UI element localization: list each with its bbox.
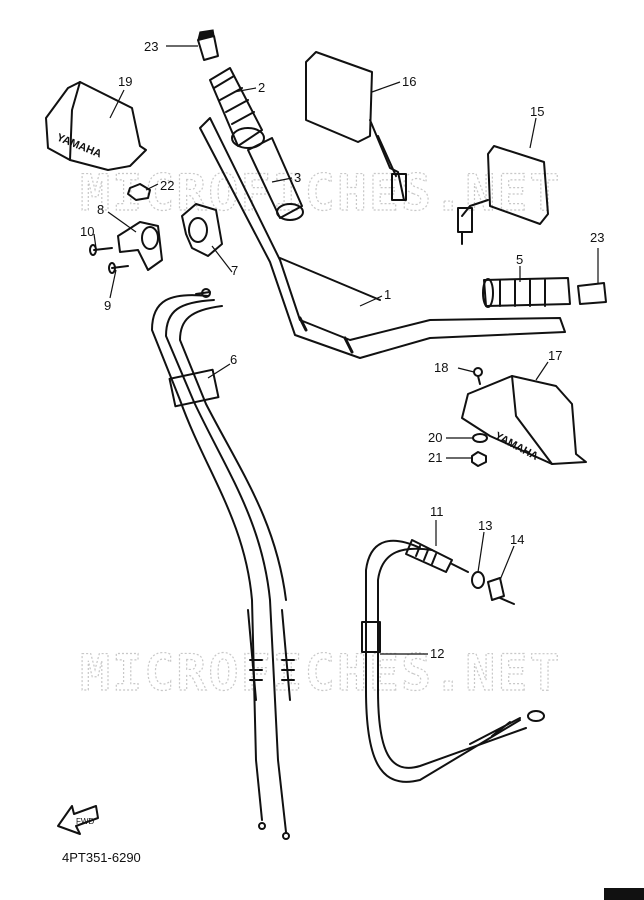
right-grip xyxy=(482,277,571,308)
watermark-bottom: MICROFICHES.NET xyxy=(80,644,562,702)
handlebar xyxy=(199,117,566,359)
callout-15: 15 xyxy=(530,104,544,119)
leader-lines xyxy=(93,45,599,655)
right-hand-guard: YAMAHA xyxy=(461,375,587,465)
throttle-cables xyxy=(151,288,295,840)
callout-17: 17 xyxy=(548,348,562,363)
callout-21: 21 xyxy=(428,450,442,465)
screw-9 xyxy=(108,262,129,274)
callout-9: 9 xyxy=(104,298,111,313)
callout-11: 11 xyxy=(430,504,444,519)
callout-12: 12 xyxy=(430,646,444,661)
nut-22 xyxy=(127,183,151,201)
forward-arrow-icon: FWD xyxy=(57,805,99,835)
left-mirror xyxy=(305,51,407,201)
right-guard-brand: YAMAHA xyxy=(493,430,540,463)
lever-holder-8 xyxy=(117,221,163,271)
corner-mark xyxy=(604,888,644,900)
throttle-grip xyxy=(247,137,304,221)
left-hand-guard: YAMAHA xyxy=(45,81,147,171)
nut-21 xyxy=(471,451,487,467)
right-mirror xyxy=(457,145,549,245)
clutch-cable xyxy=(361,539,545,783)
callout-19: 18 xyxy=(434,360,448,375)
screw-19 xyxy=(473,367,483,385)
callout-14: 14 xyxy=(510,532,524,547)
callout-23-top: 23 xyxy=(144,39,158,54)
callout-10: 10 xyxy=(80,224,94,239)
fwd-label: FWD xyxy=(76,817,94,826)
callout-3: 3 xyxy=(294,170,301,185)
callout-20: 20 xyxy=(428,430,442,445)
callout-13: 13 xyxy=(478,518,492,533)
left-grip xyxy=(209,67,265,149)
callout-16: 16 xyxy=(402,74,416,89)
callout-8: 8 xyxy=(97,202,104,217)
washer-20 xyxy=(472,433,488,443)
grip-end-right xyxy=(577,282,607,305)
diagram-code: 4PT351-6290 xyxy=(62,850,141,865)
callout-5: 5 xyxy=(516,252,523,267)
callout-22: 22 xyxy=(160,178,174,193)
callout-6: 6 xyxy=(230,352,237,367)
callout-2: 2 xyxy=(258,80,265,95)
callout-labels: 23 2 3 16 15 19 22 8 10 9 7 1 6 23 5 17 … xyxy=(80,39,604,661)
callout-18: 19 xyxy=(118,74,132,89)
callout-7: 7 xyxy=(231,263,238,278)
screw-10 xyxy=(89,244,113,256)
watermark-top: MICROFICHES.NET xyxy=(80,164,562,222)
grip-end-top xyxy=(197,29,219,61)
callout-23-right: 23 xyxy=(590,230,604,245)
callout-1: 1 xyxy=(384,287,391,302)
